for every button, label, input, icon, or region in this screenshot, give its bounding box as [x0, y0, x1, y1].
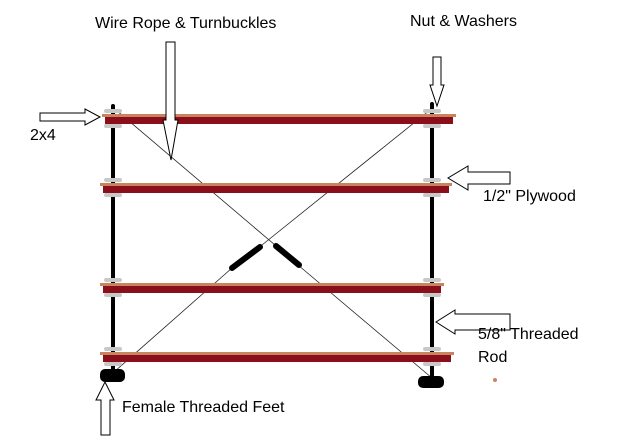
- washer-bottom: [423, 293, 441, 297]
- washer-bottom: [104, 193, 122, 197]
- washer-bottom: [423, 124, 441, 128]
- washer-top: [423, 109, 441, 113]
- turnbuckle-right: [273, 243, 302, 268]
- washer-top: [423, 278, 441, 282]
- shelf-3-2x4: [103, 286, 441, 293]
- arrow-feet-icon: [95, 380, 115, 436]
- washer-top: [104, 178, 122, 182]
- washer-top: [104, 278, 122, 282]
- label-wire-rope: Wire Rope & Turnbuckles: [95, 15, 277, 32]
- left-threaded-rod: [111, 104, 115, 376]
- shelf-1-2x4: [105, 117, 453, 124]
- label-nut-washers: Nut & Washers: [410, 13, 517, 30]
- label-2x4: 2x4: [30, 127, 56, 144]
- washer-bottom: [104, 362, 122, 366]
- shelf-2-2x4: [103, 186, 449, 193]
- shelf-1-plywood: [102, 114, 456, 117]
- label-threaded-rod-1: 5/8" Threaded: [478, 326, 579, 343]
- shelf-4-2x4: [103, 355, 451, 362]
- right-foot: [418, 376, 444, 388]
- shelf-3-plywood: [100, 283, 444, 286]
- washer-bottom: [423, 193, 441, 197]
- washer-bottom: [104, 293, 122, 297]
- washer-top: [423, 347, 441, 351]
- wire-rope-a: [115, 109, 276, 246]
- label-plywood: 1/2" Plywood: [483, 188, 576, 205]
- left-foot: [100, 369, 125, 382]
- washer-top: [104, 109, 122, 113]
- arrow-wire-rope-icon: [162, 41, 179, 161]
- shelf-2-plywood: [100, 183, 452, 186]
- washer-top: [423, 178, 441, 182]
- turnbuckle-left: [229, 244, 263, 271]
- washer-bottom: [423, 362, 441, 366]
- label-feet: Female Threaded Feet: [122, 399, 285, 416]
- arrow-plywood-icon: [447, 165, 511, 191]
- washer-bottom: [104, 124, 122, 128]
- shelf-4-plywood: [100, 352, 454, 355]
- stray-dot: [493, 378, 497, 382]
- label-threaded-rod-2: Rod: [478, 349, 508, 366]
- wire-rope-b: [261, 109, 431, 246]
- arrow-threaded-rod-icon: [435, 309, 511, 335]
- right-threaded-rod: [430, 102, 434, 382]
- arrow-nut-washers-icon: [429, 56, 445, 108]
- arrow-2x4-icon: [39, 108, 102, 126]
- washer-top: [104, 347, 122, 351]
